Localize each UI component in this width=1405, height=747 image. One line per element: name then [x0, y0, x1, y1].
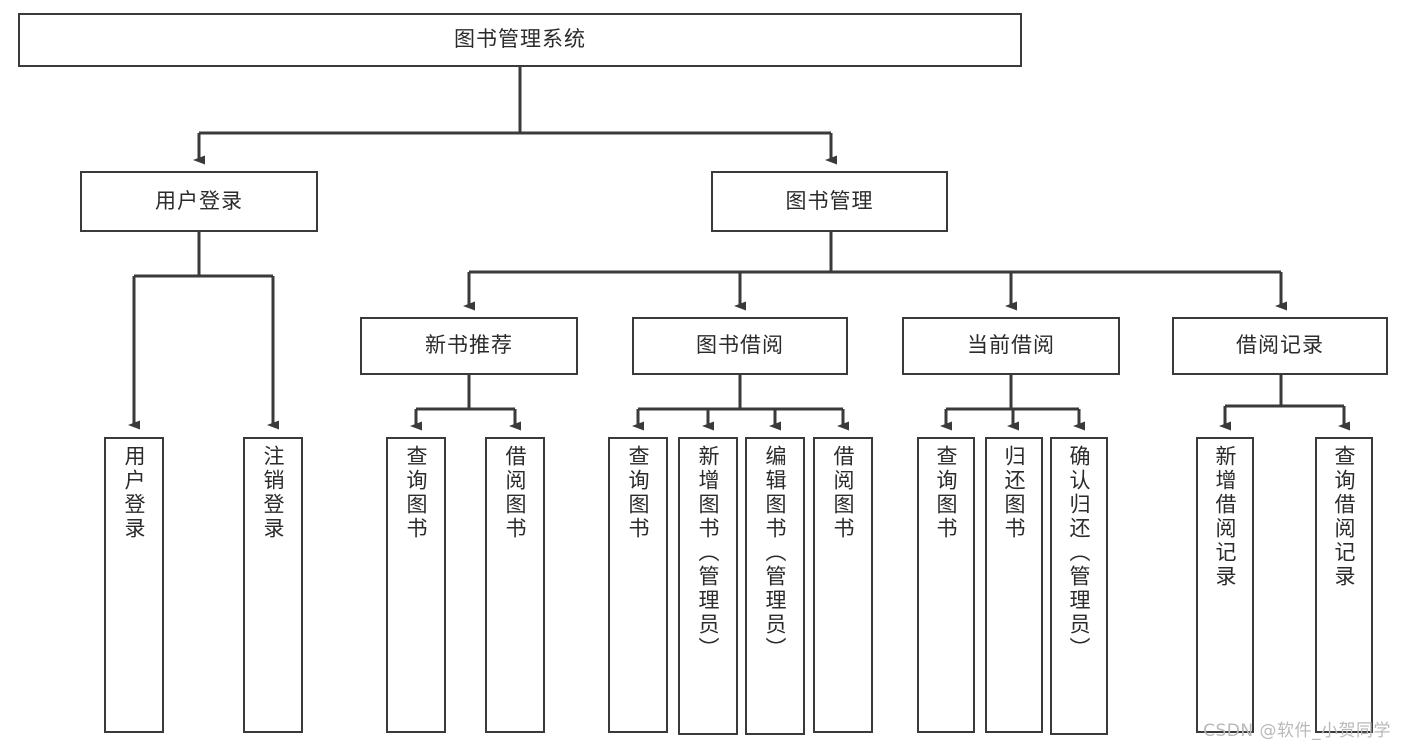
node-label: 查询图书 — [404, 445, 429, 541]
node-leaf-query-book-current[interactable]: 查询图书 — [917, 437, 975, 733]
node-borrow-record[interactable]: 借阅记录 — [1172, 317, 1388, 375]
node-label: 查询图书 — [934, 445, 959, 541]
node-root-system[interactable]: 图书管理系统 — [18, 13, 1022, 67]
node-leaf-query-book-borrow[interactable]: 查询图书 — [608, 437, 668, 733]
node-leaf-add-borrow-record[interactable]: 新增借阅记录 — [1196, 437, 1254, 733]
node-label: 图书管理 — [785, 188, 874, 213]
node-label: 借阅图书 — [503, 445, 528, 541]
node-leaf-query-book-recommend[interactable]: 查询图书 — [386, 437, 446, 733]
node-label: 注销登录 — [261, 445, 286, 541]
node-leaf-user-login[interactable]: 用户登录 — [104, 437, 164, 733]
node-label: 确认归还（管理员） — [1067, 445, 1092, 661]
node-label: 借阅图书 — [831, 445, 856, 541]
node-leaf-edit-book-admin[interactable]: 编辑图书（管理员） — [745, 437, 805, 735]
node-label: 查询图书 — [626, 445, 651, 541]
node-label: 新增图书（管理员） — [696, 445, 721, 661]
node-leaf-borrow-book-recommend[interactable]: 借阅图书 — [485, 437, 545, 733]
node-new-book-recommend[interactable]: 新书推荐 — [360, 317, 578, 375]
node-leaf-confirm-return-admin[interactable]: 确认归还（管理员） — [1050, 437, 1108, 735]
node-label: 新书推荐 — [425, 333, 513, 358]
node-label: 归还图书 — [1002, 445, 1027, 541]
node-label: 借阅记录 — [1236, 333, 1324, 358]
node-leaf-logout[interactable]: 注销登录 — [243, 437, 303, 733]
node-label: 查询借阅记录 — [1332, 445, 1357, 589]
node-book-borrow[interactable]: 图书借阅 — [632, 317, 848, 375]
node-current-borrow[interactable]: 当前借阅 — [902, 317, 1120, 375]
node-leaf-query-borrow-record[interactable]: 查询借阅记录 — [1315, 437, 1373, 733]
csdn-watermark: CSDN @软件_小贺同学 — [1203, 721, 1391, 741]
node-label: 图书管理系统 — [454, 27, 586, 52]
node-label: 新增借阅记录 — [1213, 445, 1238, 589]
node-user-login[interactable]: 用户登录 — [80, 171, 318, 232]
node-label: 用户登录 — [155, 188, 243, 213]
node-leaf-return-book[interactable]: 归还图书 — [985, 437, 1043, 733]
node-label: 用户登录 — [122, 445, 147, 541]
node-label: 当前借阅 — [967, 333, 1055, 358]
node-label: 编辑图书（管理员） — [763, 445, 788, 661]
node-label: 图书借阅 — [696, 333, 784, 358]
node-leaf-borrow-book-borrow[interactable]: 借阅图书 — [813, 437, 873, 733]
node-leaf-add-book-admin[interactable]: 新增图书（管理员） — [678, 437, 738, 735]
node-book-manage[interactable]: 图书管理 — [711, 171, 948, 232]
